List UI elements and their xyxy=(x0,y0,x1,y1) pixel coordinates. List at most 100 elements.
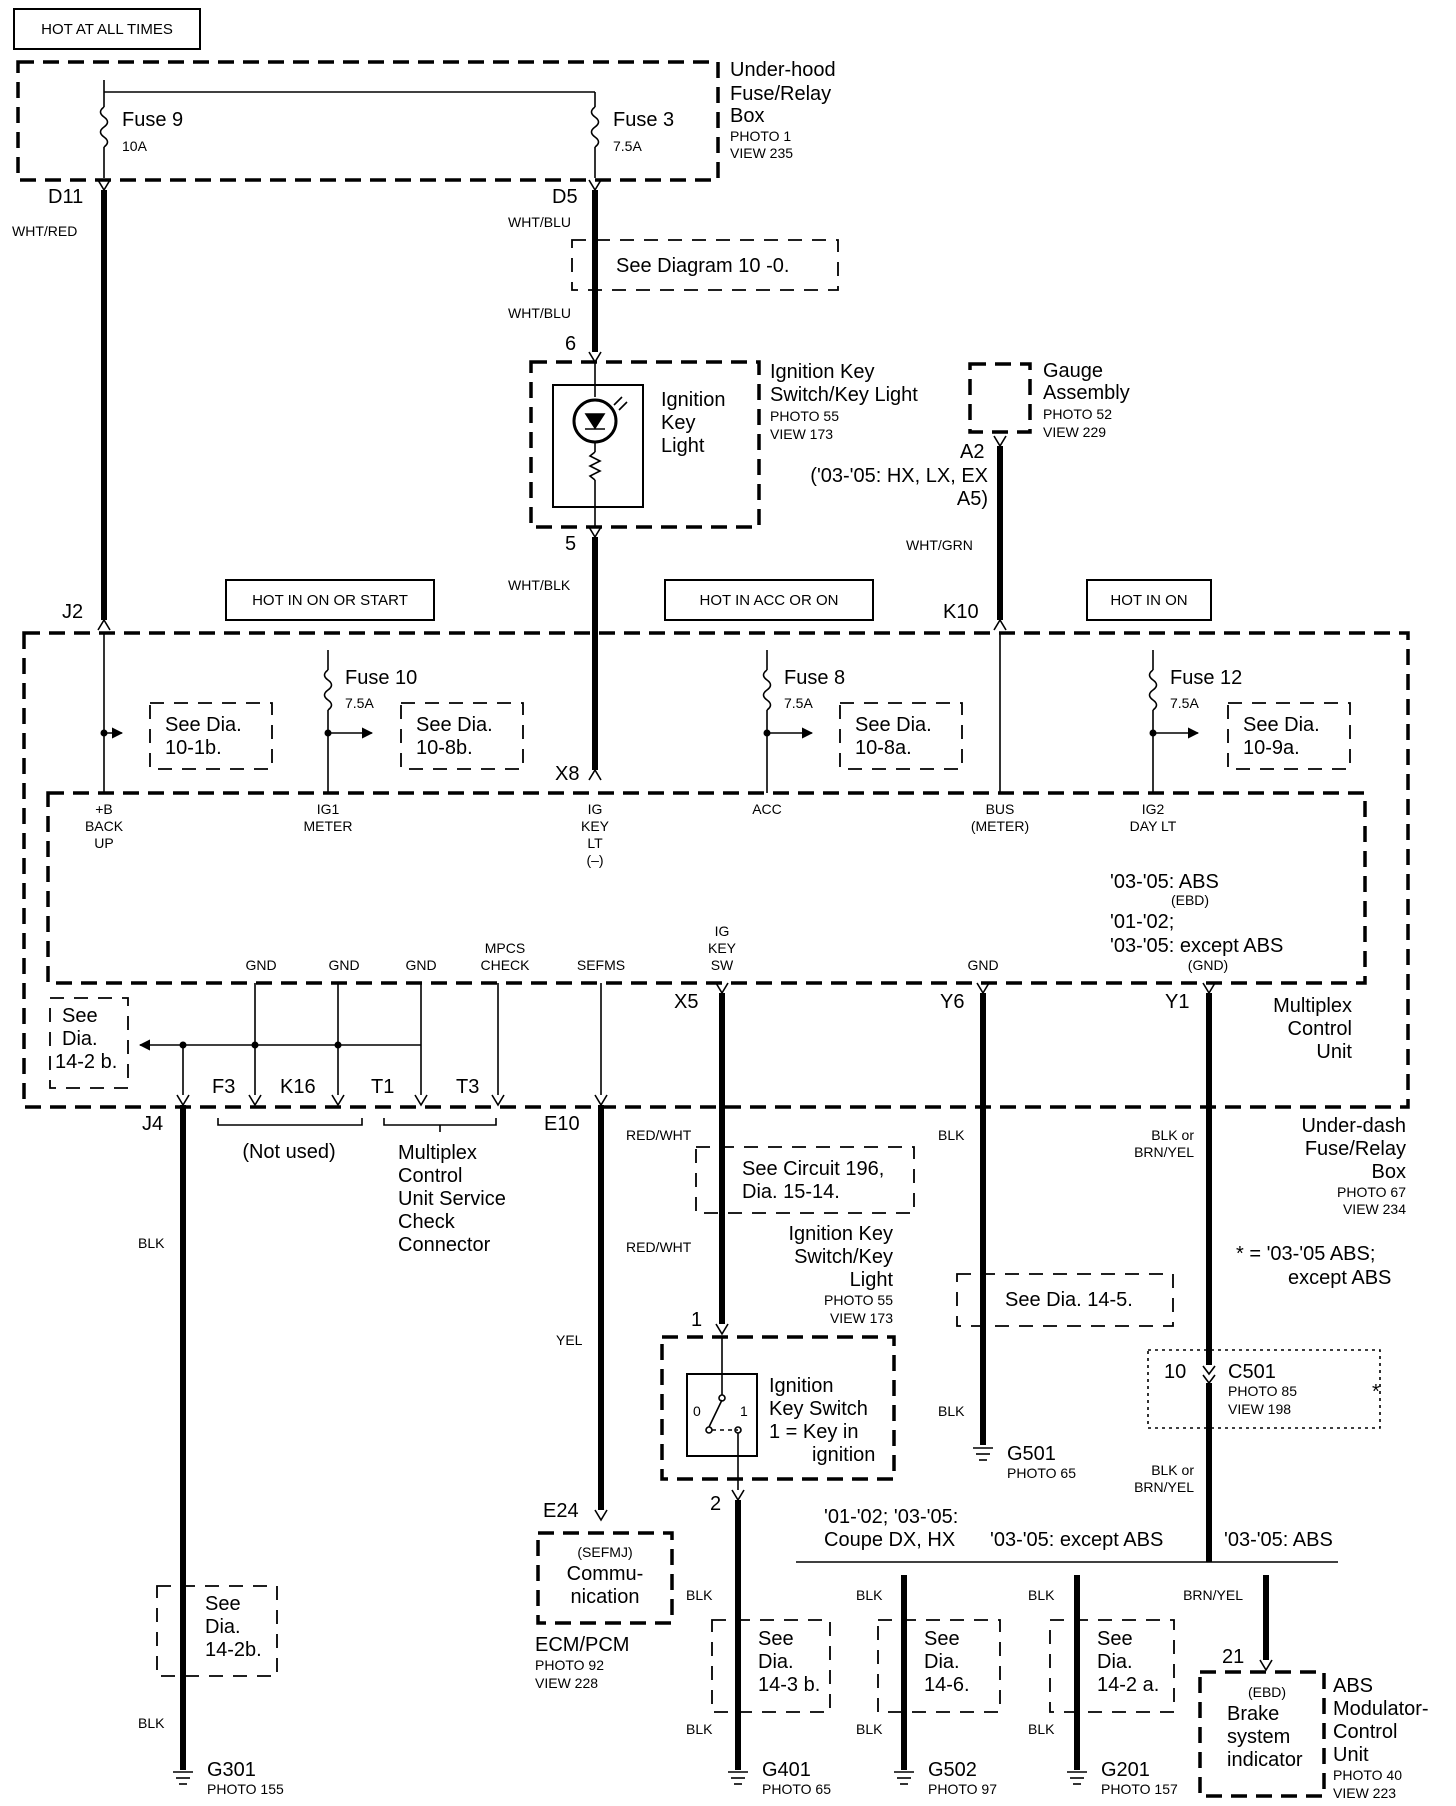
service-check-4: Check xyxy=(398,1211,456,1233)
see-dia-14-2b-lower-2: Dia. xyxy=(205,1616,241,1638)
key-switch-pos-1: 1 xyxy=(740,1403,748,1419)
g401-photo: PHOTO 65 xyxy=(762,1781,831,1797)
hot-at-all-times-box xyxy=(13,8,201,50)
wire-label-blk-g401-2: BLK xyxy=(686,1721,713,1737)
service-check-3: Unit Service xyxy=(398,1188,506,1210)
term-backup-3: UP xyxy=(94,835,113,851)
term-gnd-1: GND xyxy=(245,957,276,973)
multiplex-control-unit xyxy=(46,791,1367,985)
service-check-bracket xyxy=(383,1118,497,1126)
wire-label-wht-blk: WHT/BLK xyxy=(508,577,571,593)
abs-title-2: Modulator- xyxy=(1333,1698,1429,1720)
not-used-label: (Not used) xyxy=(242,1141,335,1163)
wire-label-wht-grn: WHT/GRN xyxy=(906,537,973,553)
see-dia-14-5-box xyxy=(956,1273,1174,1327)
abs-title-3: Control xyxy=(1333,1721,1397,1743)
wire-label-wht-red: WHT/RED xyxy=(12,223,77,239)
see-dia-14-2a-3: 14-2 a. xyxy=(1097,1674,1159,1696)
see-dia-14-2b-inner-2: Dia. xyxy=(62,1028,98,1050)
service-check-2: Control xyxy=(398,1165,462,1187)
g201-photo: PHOTO 157 xyxy=(1101,1781,1178,1797)
see-dia-10-1b-box xyxy=(149,702,273,770)
wire-label-wht-blu-2: WHT/BLU xyxy=(508,305,571,321)
see-dia-10-9a-box xyxy=(1227,702,1351,770)
mcu-title-2: Control xyxy=(1288,1018,1352,1040)
pin-f3: F3 xyxy=(212,1076,235,1098)
pin-t1: T1 xyxy=(371,1076,394,1098)
mcu-abs-4: '03-'05: except ABS xyxy=(1110,935,1283,957)
hot-at-all-times-label: HOT AT ALL TIMES xyxy=(41,21,173,38)
fuse-12-name: Fuse 12 xyxy=(1170,667,1242,689)
wire-label-blk-g502-1: BLK xyxy=(856,1587,883,1603)
fuse-10-amp: 7.5A xyxy=(345,695,374,711)
wire-label-blk-j4-2: BLK xyxy=(138,1715,165,1731)
wire-label-wht-blu-1: WHT/BLU xyxy=(508,214,571,230)
gauge-title: Gauge xyxy=(1043,360,1103,382)
see-dia-14-6-3: 14-6. xyxy=(924,1674,970,1696)
abs-inner-4: indicator xyxy=(1227,1749,1303,1771)
underhood-title-3: Box xyxy=(730,105,764,127)
wire-label-blk-brn-2b: BRN/YEL xyxy=(1134,1479,1194,1495)
see-dia-10-1b-1: See Dia. xyxy=(165,714,242,736)
pin-y1: Y1 xyxy=(1165,991,1189,1013)
see-dia-14-2b-inner-1: See xyxy=(62,1005,98,1027)
ecm-component-box xyxy=(536,1531,674,1625)
fuse-8-symbol xyxy=(762,669,772,711)
underdash-view: VIEW 234 xyxy=(1343,1201,1406,1217)
see-dia-10-9a-1: See Dia. xyxy=(1243,714,1320,736)
key-light-view: VIEW 173 xyxy=(770,426,833,442)
see-dia-14-2b-lower-3: 14-2b. xyxy=(205,1639,262,1661)
underhood-view: VIEW 235 xyxy=(730,145,793,161)
pin-x8: X8 xyxy=(555,763,579,785)
wire-label-blk-brn-1a: BLK or xyxy=(1151,1127,1194,1143)
ecm-inner-2: Commu- xyxy=(567,1563,644,1585)
term-ig2-1: IG2 xyxy=(1142,801,1165,817)
wire-label-yel: YEL xyxy=(556,1332,583,1348)
service-check-1: Multiplex xyxy=(398,1142,477,1164)
abs-component-box xyxy=(1198,1670,1326,1798)
fuse-8-name: Fuse 8 xyxy=(784,667,845,689)
ground-g502-icon xyxy=(894,1771,914,1785)
mcu-abs-5: (GND) xyxy=(1188,957,1228,973)
see-dia-10-8b-1: See Dia. xyxy=(416,714,493,736)
key-switch-photo: PHOTO 55 xyxy=(824,1292,893,1308)
see-dia-14-3b-1: See xyxy=(758,1628,794,1650)
term-igkeysw-3: SW xyxy=(711,957,734,973)
ecm-inner-3: nication xyxy=(571,1586,640,1608)
underdash-title-1: Under-dash xyxy=(1301,1115,1406,1137)
fuse-10-symbol xyxy=(323,669,333,711)
see-dia-10-9a-2: 10-9a. xyxy=(1243,737,1300,759)
underhood-title-2: Fuse/Relay xyxy=(730,83,831,105)
wire-label-blk-y6-1: BLK xyxy=(938,1127,965,1143)
wire-label-blk-g502-2: BLK xyxy=(856,1721,883,1737)
gauge-title-2: Assembly xyxy=(1043,382,1130,404)
underdash-photo: PHOTO 67 xyxy=(1337,1184,1406,1200)
fuse-12-amp: 7.5A xyxy=(1170,695,1199,711)
c501-pin: 10 xyxy=(1164,1361,1186,1383)
pin-d5: D5 xyxy=(552,186,578,208)
mcu-abs-2: (EBD) xyxy=(1171,892,1209,908)
hot-on-or-start-box xyxy=(225,579,435,621)
fuse-3-amp: 7.5A xyxy=(613,138,642,154)
pin-t3: T3 xyxy=(456,1076,479,1098)
service-check-5: Connector xyxy=(398,1234,491,1256)
ground-g301-icon xyxy=(173,1771,193,1785)
ecm-photo: PHOTO 92 xyxy=(535,1657,604,1673)
see-dia-10-8b-box xyxy=(400,702,524,770)
fuse-8-amp: 7.5A xyxy=(784,695,813,711)
see-dia-14-2b-inner-box xyxy=(49,997,129,1089)
split-mid: '03-'05: except ABS xyxy=(990,1529,1163,1551)
key-light-pin-5: 5 xyxy=(565,533,576,555)
key-light-component-box xyxy=(529,360,761,529)
wire-label-blk-y6-2: BLK xyxy=(938,1403,965,1419)
see-circuit-196-box xyxy=(695,1146,915,1214)
gauge-note-1: ('03-'05: HX, LX, EX xyxy=(810,465,988,487)
key-light-resistor xyxy=(588,451,602,481)
key-switch-title-3: Light xyxy=(850,1269,894,1291)
key-light-photo: PHOTO 55 xyxy=(770,408,839,424)
see-dia-14-6-2: Dia. xyxy=(924,1651,960,1673)
key-switch-blade xyxy=(708,1399,723,1428)
term-acc: ACC xyxy=(752,801,782,817)
footnote-1: * = '03-'05 ABS; xyxy=(1236,1243,1375,1265)
see-diagram-10-0-box xyxy=(571,239,839,291)
